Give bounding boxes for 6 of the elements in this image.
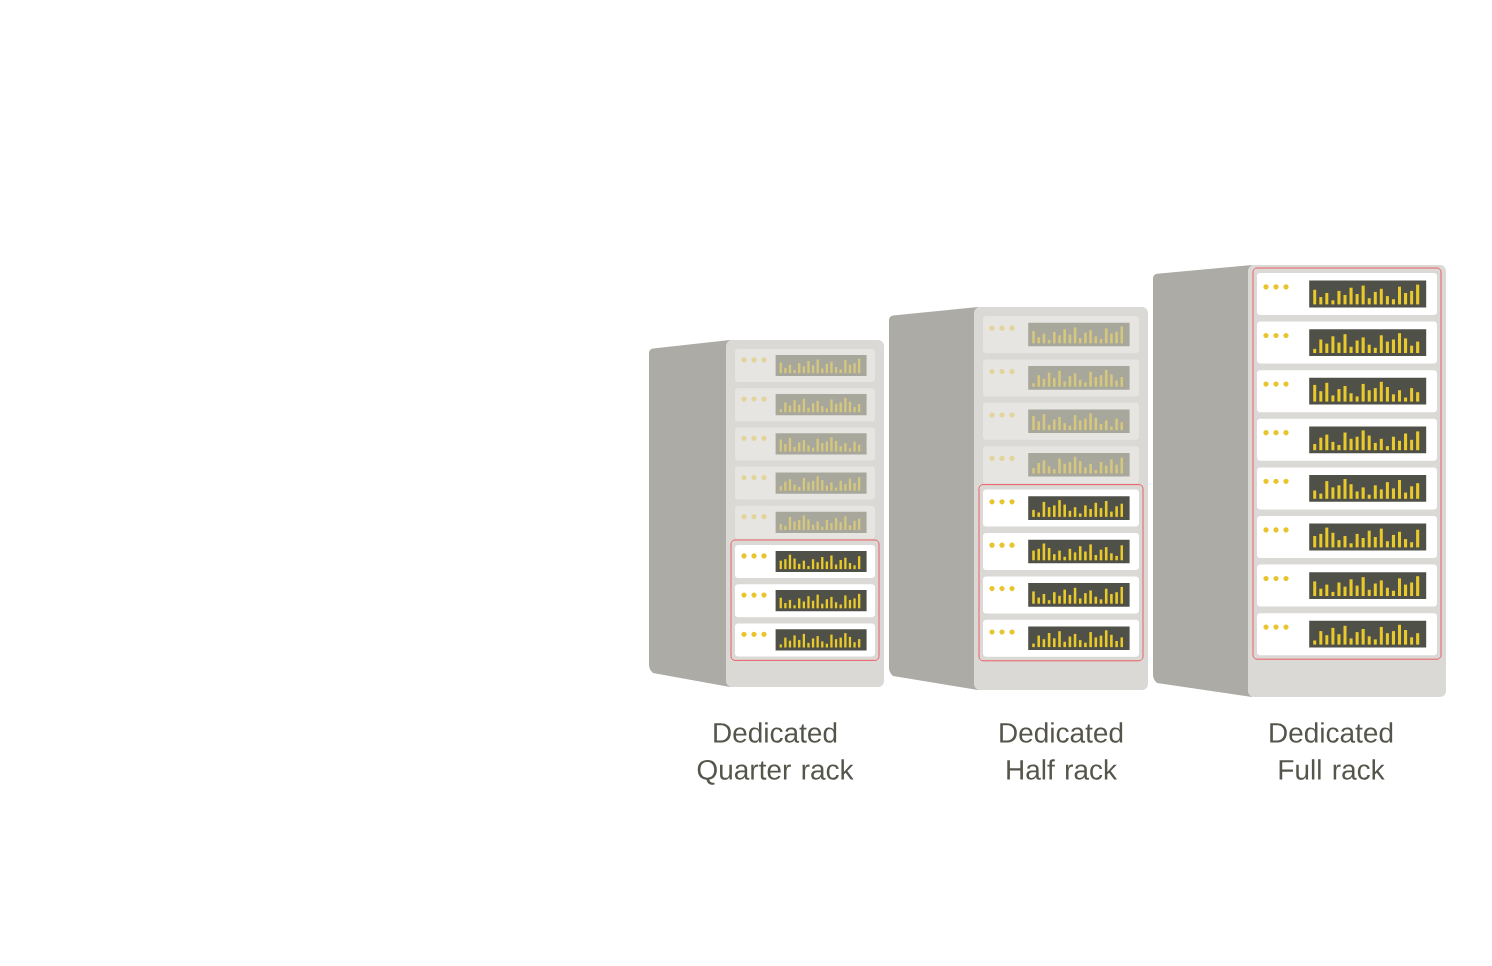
node-label: Dedicated Full rack bbox=[1270, 722, 1393, 780]
node-label: Dedicated Quarter rack bbox=[697, 722, 854, 785]
server-rack-drawing: Dedicated Full rack bbox=[1153, 265, 1446, 780]
server-rack-drawing: Dedicated Quarter rack bbox=[649, 340, 884, 785]
node-label: Dedicated Half rack bbox=[1000, 722, 1123, 780]
server-rack-drawing: Dedicated Half rack bbox=[889, 307, 1148, 780]
